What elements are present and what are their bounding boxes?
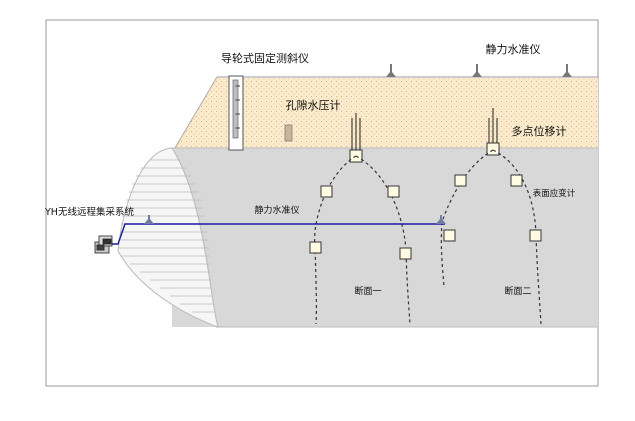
- inclinometer: [228, 75, 244, 151]
- static-level-inner-label: 静力水准仪: [254, 204, 299, 216]
- multipoint-extensometer-1: [349, 113, 363, 163]
- tunnel-portal: [117, 147, 219, 328]
- remote-acquisition-unit-icon: [94, 235, 113, 254]
- multipoint-extensometer-2: [486, 108, 500, 156]
- static-level-icon: [144, 215, 154, 224]
- static-level-icon: [436, 215, 446, 224]
- multipoint-label: 多点位移计: [512, 124, 567, 138]
- sensor-box: [309, 241, 322, 254]
- section-two-label: 断面二: [504, 285, 531, 297]
- sensor-box: [510, 174, 523, 187]
- sensor-box: [387, 185, 400, 198]
- remote-system-label: YH无线远程集采系统: [44, 206, 134, 218]
- sensor-box: [529, 229, 542, 242]
- static-level-icon: [562, 64, 572, 77]
- soil-texture: [175, 78, 598, 148]
- sensor-box: [399, 247, 412, 260]
- piezometer-label: 孔隙水压计: [286, 98, 341, 112]
- piezometer-sensor: [284, 124, 293, 142]
- surface-sensors: [309, 174, 542, 260]
- inclinometer-label: 导轮式固定测斜仪: [221, 51, 309, 65]
- section-two-left-arc: [440, 149, 494, 289]
- section-one-label: 断面一: [354, 285, 381, 297]
- static-level-top-label: 静力水准仪: [486, 42, 541, 56]
- tunnel-body: [172, 148, 598, 327]
- static-level-icon: [472, 64, 482, 77]
- sensor-box: [320, 185, 333, 198]
- slope-line: [174, 76, 218, 149]
- sensor-box: [454, 174, 467, 187]
- static-level-icon: [386, 64, 396, 77]
- static-levels-ground: [386, 64, 572, 77]
- sensor-box: [443, 229, 456, 242]
- data-cable: [107, 223, 445, 245]
- strain-gauge-label: 表面应变计: [533, 188, 576, 199]
